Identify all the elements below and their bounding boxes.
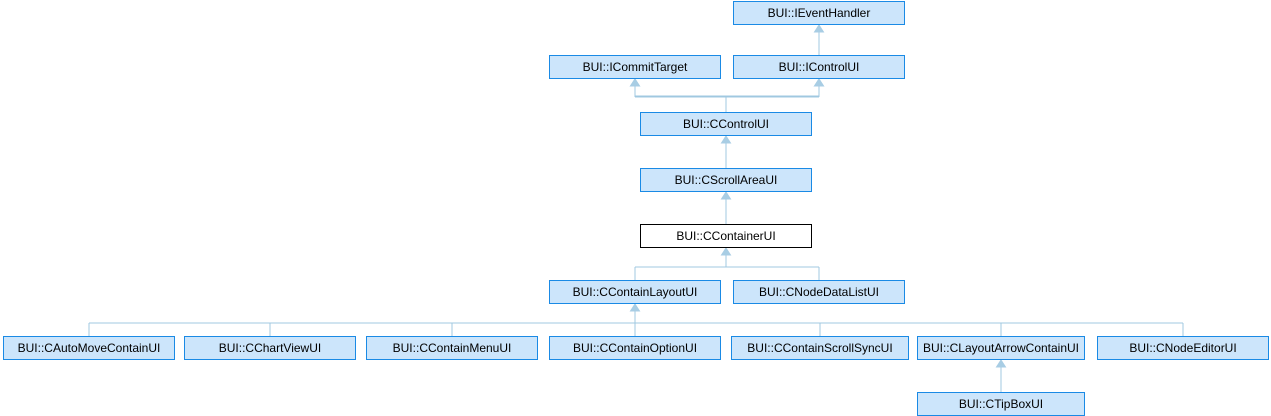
class-node-label: BUI::CScrollAreaUI	[674, 173, 778, 187]
class-node-icommit[interactable]: BUI::ICommitTarget	[549, 55, 721, 79]
class-node-cscrollarea[interactable]: BUI::CScrollAreaUI	[640, 168, 812, 192]
class-node-label: BUI::CChartViewUI	[218, 341, 322, 355]
class-node-ccontainopt[interactable]: BUI::CContainOptionUI	[549, 336, 721, 360]
class-node-cautomove[interactable]: BUI::CAutoMoveContainUI	[3, 336, 175, 360]
class-node-cchartview[interactable]: BUI::CChartViewUI	[184, 336, 356, 360]
class-node-ievent[interactable]: BUI::IEventHandler	[733, 1, 905, 25]
class-node-ctipbox[interactable]: BUI::CTipBoxUI	[917, 392, 1085, 416]
class-node-cnodedata[interactable]: BUI::CNodeDataListUI	[733, 280, 905, 304]
class-node-label: BUI::CContainerUI	[676, 229, 776, 243]
class-node-label: BUI::CTipBoxUI	[958, 397, 1044, 411]
class-node-cnodeeditor[interactable]: BUI::CNodeEditorUI	[1097, 336, 1269, 360]
class-node-icontrol[interactable]: BUI::IControlUI	[733, 55, 905, 79]
class-node-clayout[interactable]: BUI::CContainLayoutUI	[549, 280, 721, 304]
class-node-label: BUI::CContainMenuUI	[392, 341, 512, 355]
class-node-label: BUI::IControlUI	[778, 60, 860, 74]
class-node-label: BUI::IEventHandler	[767, 6, 871, 20]
class-node-label: BUI::CNodeDataListUI	[758, 285, 880, 299]
class-node-label: BUI::ICommitTarget	[582, 60, 688, 74]
class-node-ccontainer: BUI::CContainerUI	[640, 224, 812, 248]
class-node-label: BUI::CLayoutArrowContainUI	[922, 341, 1080, 355]
class-node-label: BUI::CContainScrollSyncUI	[747, 341, 893, 355]
class-node-ccontrol[interactable]: BUI::CControlUI	[640, 112, 812, 136]
class-node-label: BUI::CAutoMoveContainUI	[17, 341, 161, 355]
class-node-cscrollsync[interactable]: BUI::CContainScrollSyncUI	[731, 336, 909, 360]
class-node-label: BUI::CControlUI	[682, 117, 770, 131]
class-node-label: BUI::CNodeEditorUI	[1129, 341, 1237, 355]
class-node-label: BUI::CContainLayoutUI	[572, 285, 698, 299]
class-node-label: BUI::CContainOptionUI	[572, 341, 698, 355]
class-node-clayoutarrow[interactable]: BUI::CLayoutArrowContainUI	[917, 336, 1085, 360]
class-node-ccontainmenu[interactable]: BUI::CContainMenuUI	[366, 336, 538, 360]
